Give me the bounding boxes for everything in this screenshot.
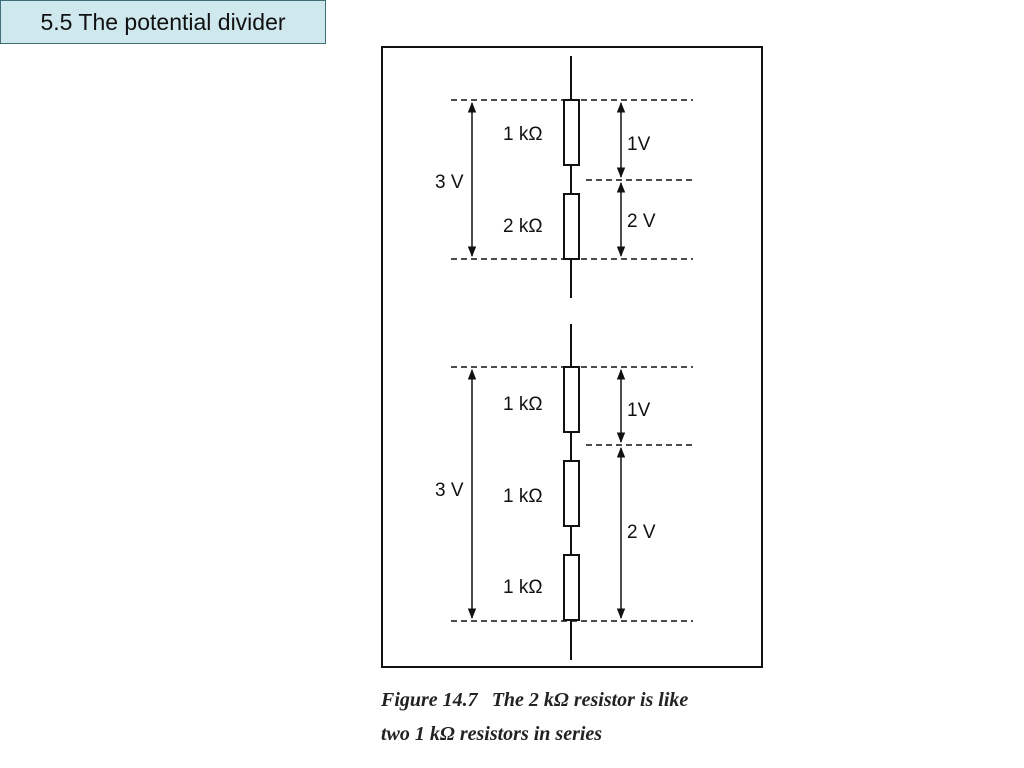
slide-title-text: 5.5 The potential divider <box>40 8 286 35</box>
bottom-drop-2-label: 2 V <box>627 522 656 543</box>
bottom-resistor-3 <box>563 554 580 621</box>
bottom-resistor-3-label: 1 kΩ <box>503 577 543 598</box>
figure-number: Figure 14.7 <box>381 689 478 711</box>
potential-divider-diagram: 3 V 1 kΩ 2 kΩ 1V 2 V 3 V 1 kΩ 1 kΩ 1 kΩ … <box>435 56 693 660</box>
bottom-resistor-1 <box>563 366 580 433</box>
figure-frame: 3 V 1 kΩ 2 kΩ 1V 2 V 3 V 1 kΩ 1 kΩ 1 kΩ … <box>381 46 763 668</box>
top-circuit: 3 V 1 kΩ 2 kΩ 1V 2 V <box>435 56 693 298</box>
top-drop-2-label: 2 V <box>627 211 656 232</box>
top-resistor-2-label: 2 kΩ <box>503 216 543 237</box>
bottom-drop-1-label: 1V <box>627 400 651 421</box>
caption-text-1: The 2 kΩ resistor is like <box>491 689 689 711</box>
top-resistor-1k <box>563 99 580 166</box>
top-resistor-1-label: 1 kΩ <box>503 124 543 145</box>
top-resistor-2k <box>563 193 580 260</box>
bottom-total-voltage-label: 3 V <box>435 480 464 501</box>
slide-title: 5.5 The potential divider <box>0 0 326 44</box>
figure-caption: Figure 14.7 The 2 kΩ resistor is like two… <box>381 683 781 751</box>
bottom-resistor-2-label: 1 kΩ <box>503 486 543 507</box>
bottom-circuit: 3 V 1 kΩ 1 kΩ 1 kΩ 1V 2 V <box>435 324 693 660</box>
top-drop-1-label: 1V <box>627 134 651 155</box>
top-total-voltage-label: 3 V <box>435 172 464 193</box>
bottom-resistor-2 <box>563 460 580 527</box>
caption-line-1: Figure 14.7 The 2 kΩ resistor is like <box>381 683 781 717</box>
bottom-resistor-1-label: 1 kΩ <box>503 394 543 415</box>
caption-line-2: two 1 kΩ resistors in series <box>381 723 603 745</box>
